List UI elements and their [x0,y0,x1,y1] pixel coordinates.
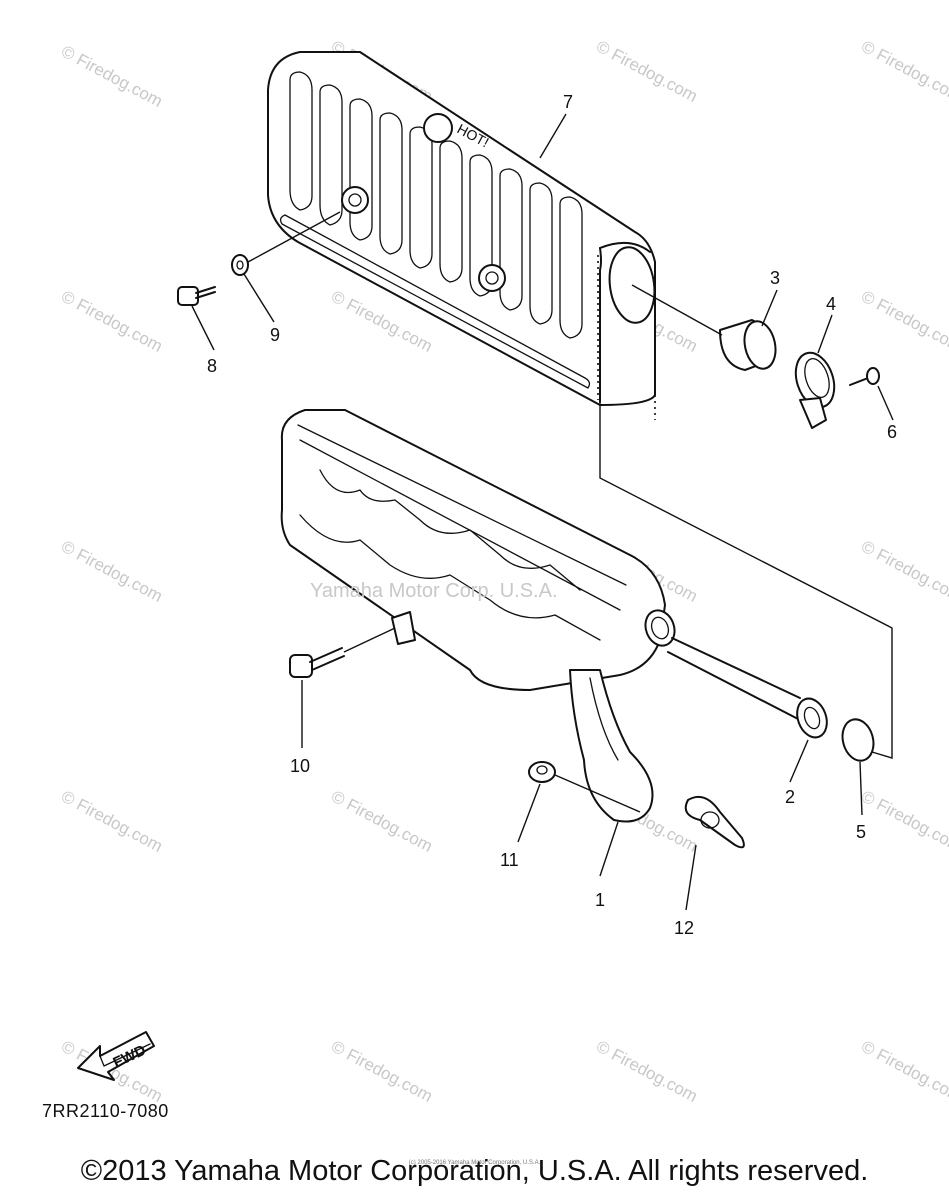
bolt-part-8 [177,286,216,306]
callout-leaders [191,113,894,911]
watermark: © Firedog.com [328,1037,436,1106]
callout-5: 5 [856,822,866,842]
heat-guard-part-7: HOT! [267,51,656,406]
gasket-part-5 [841,718,875,762]
watermark: © Firedog.com [858,37,949,106]
callout-9: 9 [270,325,280,345]
bolt-part-10 [289,627,396,678]
watermark: © Firedog.com [858,787,949,856]
callout-numbers: 7 3 4 6 8 9 10 2 5 11 1 12 [207,92,897,938]
washer-part-9 [231,211,341,276]
watermark: © Firedog.com [58,42,166,111]
callout-4: 4 [826,294,836,314]
callout-12: 12 [674,918,694,938]
fine-print: (c) 2005-2016 Yamaha Motor Corporation, … [408,1160,541,1166]
callout-7: 7 [563,92,573,112]
callout-8: 8 [207,356,217,376]
tailpipe-part-2 [667,637,828,739]
copyright-notice: ©2013 Yamaha Motor Corporation, U.S.A. A… [80,1155,869,1187]
watermark: © Firedog.com [858,537,949,606]
assembly-reference-lines [599,395,893,759]
watermark: © Firedog.com [328,787,436,856]
gasket-part-12 [684,796,745,849]
bolt-part-6 [849,367,880,386]
callout-1: 1 [595,890,605,910]
muffler-part-1 [280,409,676,823]
center-watermark: Yamaha Motor Corp. U.S.A. [310,580,558,602]
callout-11: 11 [500,850,519,870]
watermark: © Firedog.com [593,1037,701,1106]
nut-part-11 [528,761,641,813]
fwd-arrow-icon: FWD [77,1031,155,1081]
diagram-part-code: 7RR2110-7080 [42,1101,169,1121]
watermark: © Firedog.com [858,287,949,356]
callout-3: 3 [770,268,780,288]
callout-6: 6 [887,422,897,442]
muffler-cap-part-3 [631,284,777,371]
watermark: © Firedog.com [58,787,166,856]
band-clamp-part-4 [794,351,836,429]
callout-10: 10 [290,756,310,776]
callout-2: 2 [785,787,795,807]
watermark: © Firedog.com [58,537,166,606]
watermark: © Firedog.com [593,37,701,106]
watermark: © Firedog.com [858,1037,949,1106]
watermark: © Firedog.com [58,287,166,356]
